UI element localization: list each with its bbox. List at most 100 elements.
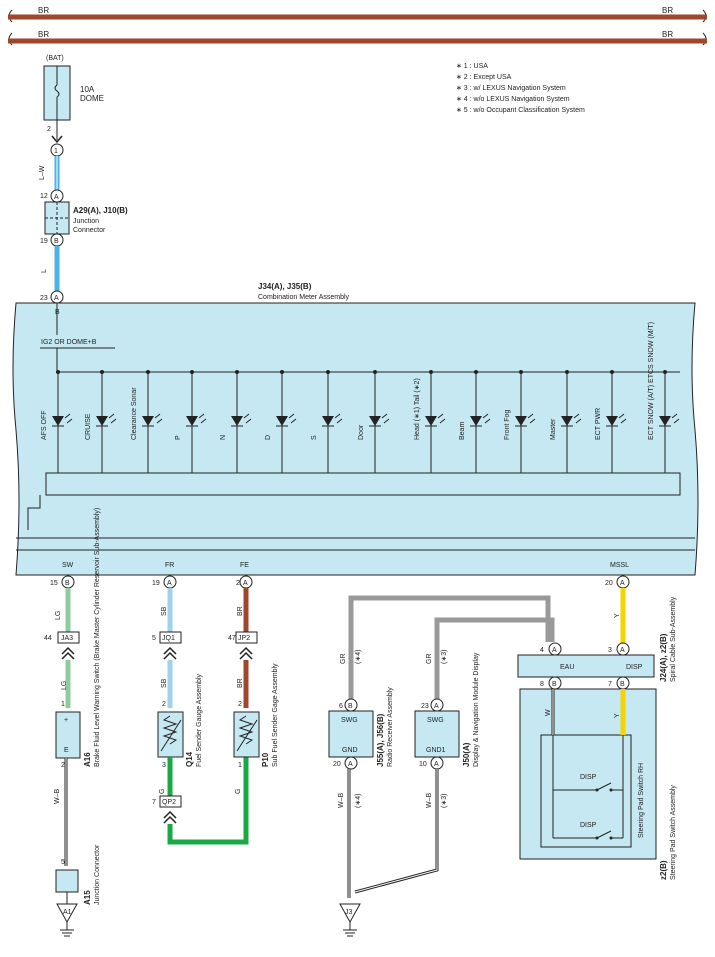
svg-text:GR: GR	[426, 654, 433, 665]
led-icon	[231, 416, 243, 426]
svg-text:5: 5	[152, 635, 156, 642]
led-label: Door	[358, 424, 365, 440]
svg-text:20: 20	[333, 761, 341, 768]
svg-text:2: 2	[236, 580, 240, 587]
svg-text:(∗4): (∗4)	[355, 650, 362, 664]
svg-text:2: 2	[61, 762, 65, 769]
svg-text:+: +	[64, 717, 68, 724]
svg-text:GND1: GND1	[426, 747, 446, 754]
svg-text:W–B: W–B	[54, 789, 61, 805]
brake-fluid-switch	[55, 711, 81, 759]
svg-text:Connector: Connector	[73, 227, 106, 234]
svg-text:15: 15	[50, 580, 58, 587]
fuse-rating: 10A	[80, 85, 95, 94]
led-label: Front Fog	[504, 410, 511, 440]
led-icon	[425, 416, 437, 426]
led-label: AFS OFF	[41, 410, 48, 440]
svg-text:A: A	[434, 761, 439, 768]
nav-display: 23 A SWG GND1 J50(A) Display & Navigatio…	[414, 652, 480, 770]
svg-text:BR: BR	[237, 606, 244, 616]
svg-text:SB: SB	[161, 678, 168, 688]
note: ∗ 1 : USA	[456, 63, 488, 70]
top-bus: BR BR BR BR	[8, 6, 707, 46]
svg-text:SW: SW	[62, 562, 74, 569]
svg-text:A: A	[167, 580, 172, 587]
svg-text:A: A	[434, 703, 439, 710]
svg-text:z2(B): z2(B)	[659, 860, 668, 880]
sub-fuel-sender-circuit: BR 47 JP2 BR 2 P10 Sub Fuel Sender Gage …	[228, 588, 279, 794]
bus-label: BR	[662, 6, 673, 15]
ground-j3-circuit: W–B (∗4) W–B (∗3) J3	[338, 769, 448, 937]
led-icon	[96, 416, 108, 426]
svg-text:B: B	[54, 238, 59, 245]
junction-a15	[55, 869, 79, 893]
svg-text:47: 47	[228, 635, 236, 642]
led-icon	[515, 416, 527, 426]
svg-text:SWG: SWG	[427, 717, 444, 724]
fuse-source: (BAT)	[46, 55, 64, 62]
meter-code: J34(A), J35(B)	[258, 282, 312, 291]
svg-text:W–B: W–B	[426, 793, 433, 809]
connector-jq1: JQ1	[162, 635, 175, 642]
led-icon	[322, 416, 334, 426]
led-icon	[186, 416, 198, 426]
notes-legend: ∗ 1 : USA ∗ 2 : Except USA ∗ 3 : w/ LEXU…	[456, 63, 585, 114]
svg-text:3: 3	[608, 647, 612, 654]
meter-output-pins: 15 B 19 A 2 A 20 A	[50, 575, 630, 589]
note: ∗ 3 : w/ LEXUS Navigation System	[456, 85, 566, 92]
led-label: ECT SNOW (A/T) ETCS SNOW (M/T)	[648, 322, 655, 440]
svg-text:1: 1	[238, 762, 242, 769]
svg-text:(∗4): (∗4)	[355, 794, 362, 808]
svg-text:GND: GND	[342, 747, 358, 754]
bus-label: BR	[662, 30, 673, 39]
joint-pin-label: 1	[54, 148, 58, 155]
meter-name: Combination Meter Assembly	[258, 294, 350, 301]
svg-text:BR: BR	[237, 678, 244, 688]
svg-text:A: A	[620, 647, 625, 654]
led-label: ECT PWR	[595, 408, 602, 440]
svg-text:Y: Y	[614, 713, 621, 718]
svg-text:P10: P10	[261, 752, 270, 767]
fuel-sender-circuit: SB 5 JQ1 SB 2 Q14 Fuel Sender Gauge Asse…	[152, 588, 249, 845]
svg-text:20: 20	[605, 580, 613, 587]
led-label: Beam	[459, 422, 466, 440]
a16-desc: Brake Fluid Level Warning Switch (Brake …	[94, 508, 101, 767]
svg-text:8: 8	[540, 681, 544, 688]
svg-text:A: A	[54, 295, 59, 302]
svg-text:SWG: SWG	[341, 717, 358, 724]
svg-text:B: B	[552, 681, 557, 688]
svg-text:(∗3): (∗3)	[441, 650, 448, 664]
svg-text:Steering Pad Switch Assembly: Steering Pad Switch Assembly	[670, 785, 677, 880]
ground-a1: A1	[63, 909, 72, 916]
led-label: Master	[550, 418, 557, 440]
fuse-dome: (BAT) 10A DOME 2 1	[43, 55, 104, 157]
svg-text:5: 5	[61, 859, 65, 866]
svg-text:J55(A), J56(B): J55(A), J56(B)	[376, 713, 385, 767]
led-icon	[276, 416, 288, 426]
led-icon	[659, 416, 671, 426]
svg-text:B: B	[348, 703, 353, 710]
svg-text:MSSL: MSSL	[610, 562, 629, 569]
svg-text:Steering Pad Switch RH: Steering Pad Switch RH	[638, 763, 645, 838]
svg-text:7: 7	[608, 681, 612, 688]
connector-jp2: JP2	[238, 635, 250, 642]
svg-text:FR: FR	[165, 562, 174, 569]
spiral-cable: 4 A 3 A EAU DISP 8 B 7 B J24(A), z2(B) S…	[517, 596, 677, 690]
svg-text:E: E	[64, 747, 69, 754]
led-label: P	[175, 435, 182, 440]
led-label: S	[311, 435, 318, 440]
svg-text:2: 2	[238, 701, 242, 708]
svg-text:Radio Receiver Assembly: Radio Receiver Assembly	[387, 687, 394, 767]
svg-text:SB: SB	[161, 606, 168, 616]
svg-text:DISP: DISP	[580, 774, 597, 781]
svg-text:12: 12	[40, 193, 48, 200]
bus-label: BR	[38, 6, 49, 15]
svg-text:23: 23	[40, 295, 48, 302]
svg-text:B: B	[65, 580, 70, 587]
fuse-name: DOME	[80, 94, 104, 103]
svg-text:A: A	[348, 761, 353, 768]
svg-text:2: 2	[162, 701, 166, 708]
svg-text:A: A	[243, 580, 248, 587]
